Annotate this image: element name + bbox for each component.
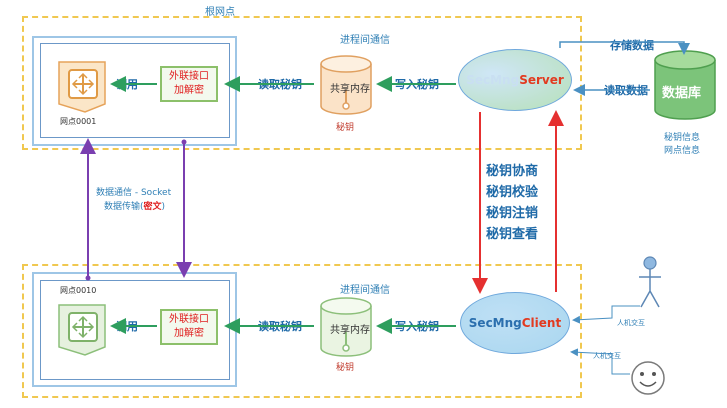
database-cylinder: [654, 50, 716, 120]
bottom-shared-memory-cylinder: [320, 297, 372, 357]
bottom-router-icon: [58, 304, 106, 356]
server-prefix: SecMng: [466, 73, 520, 87]
op-verify: 秘钥校验: [486, 185, 539, 200]
db-info1: 秘钥信息: [664, 133, 701, 143]
bottom-iface-line2: 加解密: [174, 328, 204, 339]
comm-cipher-suffix: ): [161, 202, 166, 212]
top-ipc-label: 进程间通信: [340, 35, 390, 46]
key-operations-list: 秘钥协商 秘钥校验 秘钥注销 秘钥查看: [486, 161, 538, 245]
bottom-key-label: 秘钥: [336, 363, 355, 373]
comm-cipher-word: 密文: [143, 202, 162, 212]
top-router-icon: [58, 61, 106, 113]
hci-label-1: 人机交互: [617, 319, 645, 327]
comm-socket-label: 数据通信 - Socket: [96, 188, 172, 198]
bottom-interface-box[interactable]: 外联接口 加解密: [160, 309, 218, 345]
store-data-arrow: [559, 41, 690, 55]
bottom-node-frame: [22, 264, 582, 398]
top-shared-memory-cylinder: [320, 55, 372, 115]
top-node-label: 网点0001: [60, 117, 97, 126]
top-iface-line1: 外联接口: [169, 71, 209, 82]
op-negotiate: 秘钥协商: [486, 164, 539, 179]
comm-cipher-label: 数据传输(密文): [104, 199, 165, 212]
top-iface-line2: 加解密: [174, 85, 204, 96]
comm-cipher-prefix: 数据传输(: [104, 202, 144, 212]
bottom-iface-line1: 外联接口: [169, 314, 209, 325]
user-stick-figure-icon: [639, 256, 661, 308]
hci-arrow-2: [570, 348, 630, 375]
bottom-shm-label: 共享内存: [330, 325, 370, 336]
top-interface-box[interactable]: 外联接口 加解密: [160, 66, 218, 102]
bottom-ipc-label: 进程间通信: [340, 285, 390, 296]
top-shm-label: 共享内存: [330, 84, 370, 95]
db-info2: 网点信息: [664, 146, 701, 156]
op-view: 秘钥查看: [486, 227, 539, 242]
hci-arrow-1: [572, 305, 640, 324]
user-smiley-icon: [631, 361, 665, 395]
server-suffix: Server: [519, 73, 564, 87]
bottom-node-label: 网点0010: [60, 286, 97, 295]
top-key-label: 秘钥: [336, 123, 355, 133]
db-label: 数据库: [662, 86, 702, 101]
root-title: 根网点: [205, 7, 235, 18]
client-prefix: SecMng: [468, 316, 522, 330]
op-revoke: 秘钥注销: [486, 206, 539, 221]
top-node-frame: [22, 16, 582, 150]
hci-label-2: 人机交互: [593, 352, 621, 360]
client-suffix: Client: [521, 316, 562, 330]
